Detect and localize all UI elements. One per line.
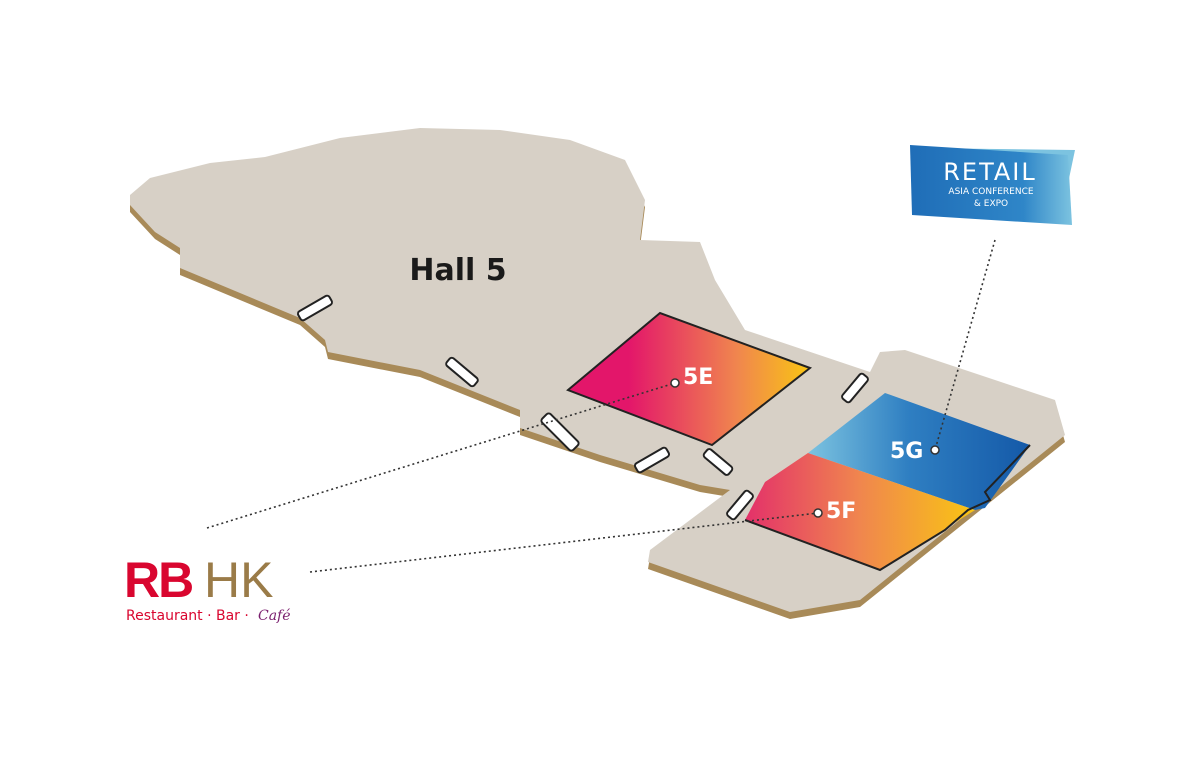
svg-text:ASIA CONFERENCE: ASIA CONFERENCE <box>948 187 1033 197</box>
retail-asia-logo[interactable]: RETAIL ASIA CONFERENCE & EXPO <box>910 145 1075 225</box>
escalator-icon <box>634 446 670 474</box>
svg-text:Restaurant · Bar ·: Restaurant · Bar · <box>126 608 249 624</box>
rbhk-logo[interactable]: RB HK Restaurant · Bar · Café <box>124 552 291 624</box>
zone-5e-label: 5E <box>683 365 713 390</box>
zone-5g-label: 5G <box>890 439 923 464</box>
zone-outline <box>744 444 1031 572</box>
svg-text:Café: Café <box>258 608 291 624</box>
escalator-icon <box>297 294 333 322</box>
svg-text:HK: HK <box>204 552 273 608</box>
zone-5g[interactable] <box>808 393 1030 510</box>
escalator-icon <box>702 448 734 476</box>
escalator-icon <box>726 489 754 521</box>
zone-5f-label: 5F <box>826 499 856 524</box>
zone-markers <box>670 378 940 518</box>
svg-text:RB: RB <box>124 552 192 608</box>
zone-5e[interactable] <box>566 311 813 447</box>
escalator-icon <box>445 356 479 388</box>
svg-text:& EXPO: & EXPO <box>974 199 1008 209</box>
escalator-icon <box>841 372 869 404</box>
escalators <box>297 294 869 521</box>
escalator-icon <box>540 412 580 452</box>
leader-lines <box>206 239 996 573</box>
svg-text:RETAIL: RETAIL <box>943 158 1037 186</box>
hall-label: Hall 5 <box>409 253 506 288</box>
